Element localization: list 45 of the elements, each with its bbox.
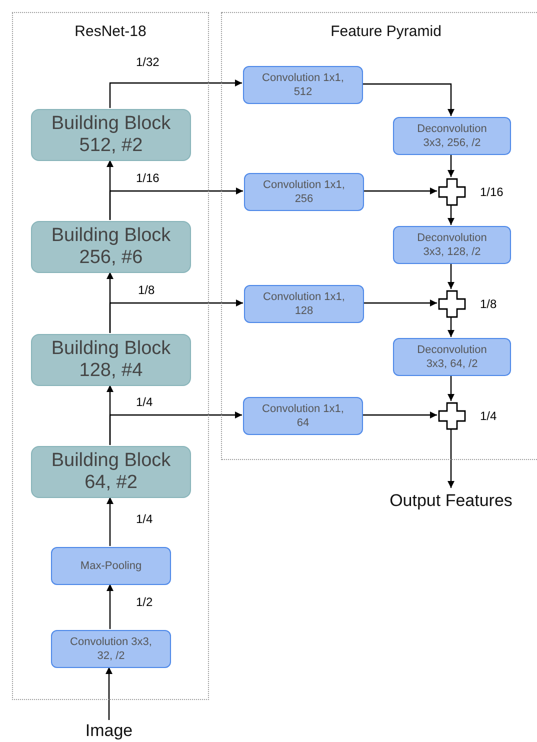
arrow — [109, 300, 243, 333]
process-box: Deconvolution 3x3, 64, /2 — [393, 338, 511, 376]
edge-label: 1/32 — [135, 56, 160, 68]
arrow — [362, 412, 437, 418]
process-box: Convolution 1x1, 64 — [243, 397, 363, 435]
arrow — [448, 317, 454, 337]
arrow — [109, 80, 242, 108]
process-box: Max-Pooling — [51, 547, 171, 585]
process-box: Convolution 1x1, 256 — [244, 173, 364, 211]
io-label: Image — [70, 720, 148, 742]
building-block-box: Building Block 128, #4 — [31, 334, 191, 386]
arrow — [448, 429, 454, 488]
scale-label: 1/4 — [480, 408, 497, 425]
process-box: Convolution 3x3, 32, /2 — [51, 630, 171, 668]
arrow — [362, 83, 454, 116]
edge-label: 1/4 — [135, 396, 154, 408]
arrow — [109, 412, 242, 445]
arrow — [109, 188, 243, 220]
dotted-group-frame — [12, 12, 209, 700]
arrow — [363, 300, 437, 306]
arrow — [448, 263, 454, 289]
arrow — [106, 667, 112, 720]
edge-label: 1/16 — [135, 172, 160, 184]
building-block-box: Building Block 512, #2 — [31, 109, 191, 161]
io-label: Output Features — [370, 488, 532, 514]
arrow — [448, 154, 454, 177]
scale-label: 1/16 — [480, 184, 504, 201]
process-box: Deconvolution 3x3, 128, /2 — [393, 226, 511, 264]
building-block-box: Building Block 64, #2 — [31, 446, 191, 498]
edge-label: 1/2 — [135, 596, 154, 608]
arrow — [448, 205, 454, 225]
arrow — [106, 584, 114, 629]
arrow — [363, 188, 437, 194]
arrow — [106, 497, 114, 546]
process-box: Convolution 1x1, 128 — [244, 285, 364, 323]
process-box: Deconvolution 3x3, 256, /2 — [393, 117, 511, 155]
building-block-box: Building Block 256, #6 — [31, 221, 191, 273]
dotted-group-frame — [221, 12, 537, 460]
arrow — [448, 375, 454, 401]
process-box: Convolution 1x1, 512 — [243, 66, 363, 104]
group-title: ResNet-18 — [74, 23, 148, 42]
edge-label: 1/4 — [135, 513, 154, 525]
edge-label: 1/8 — [137, 284, 156, 296]
group-title: Feature Pyramid — [330, 23, 442, 42]
scale-label: 1/8 — [480, 296, 497, 313]
